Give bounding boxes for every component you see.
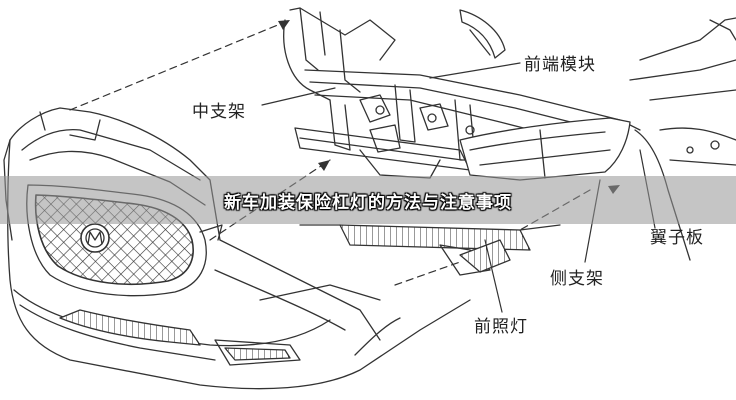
label-headlamp: 前照灯 <box>474 317 528 337</box>
label-front-end-module: 前端模块 <box>524 55 596 75</box>
title-banner: 新车加装保险杠灯的方法与注意事项 <box>0 176 736 224</box>
label-side-bracket: 侧支架 <box>550 269 604 289</box>
front-bumper <box>3 107 471 390</box>
headlamp <box>459 117 631 181</box>
banner-title: 新车加装保险杠灯的方法与注意事项 <box>224 192 512 213</box>
label-fender: 翼子板 <box>650 228 704 248</box>
side-bracket <box>299 224 561 276</box>
label-mid-bracket: 中支架 <box>192 102 246 122</box>
